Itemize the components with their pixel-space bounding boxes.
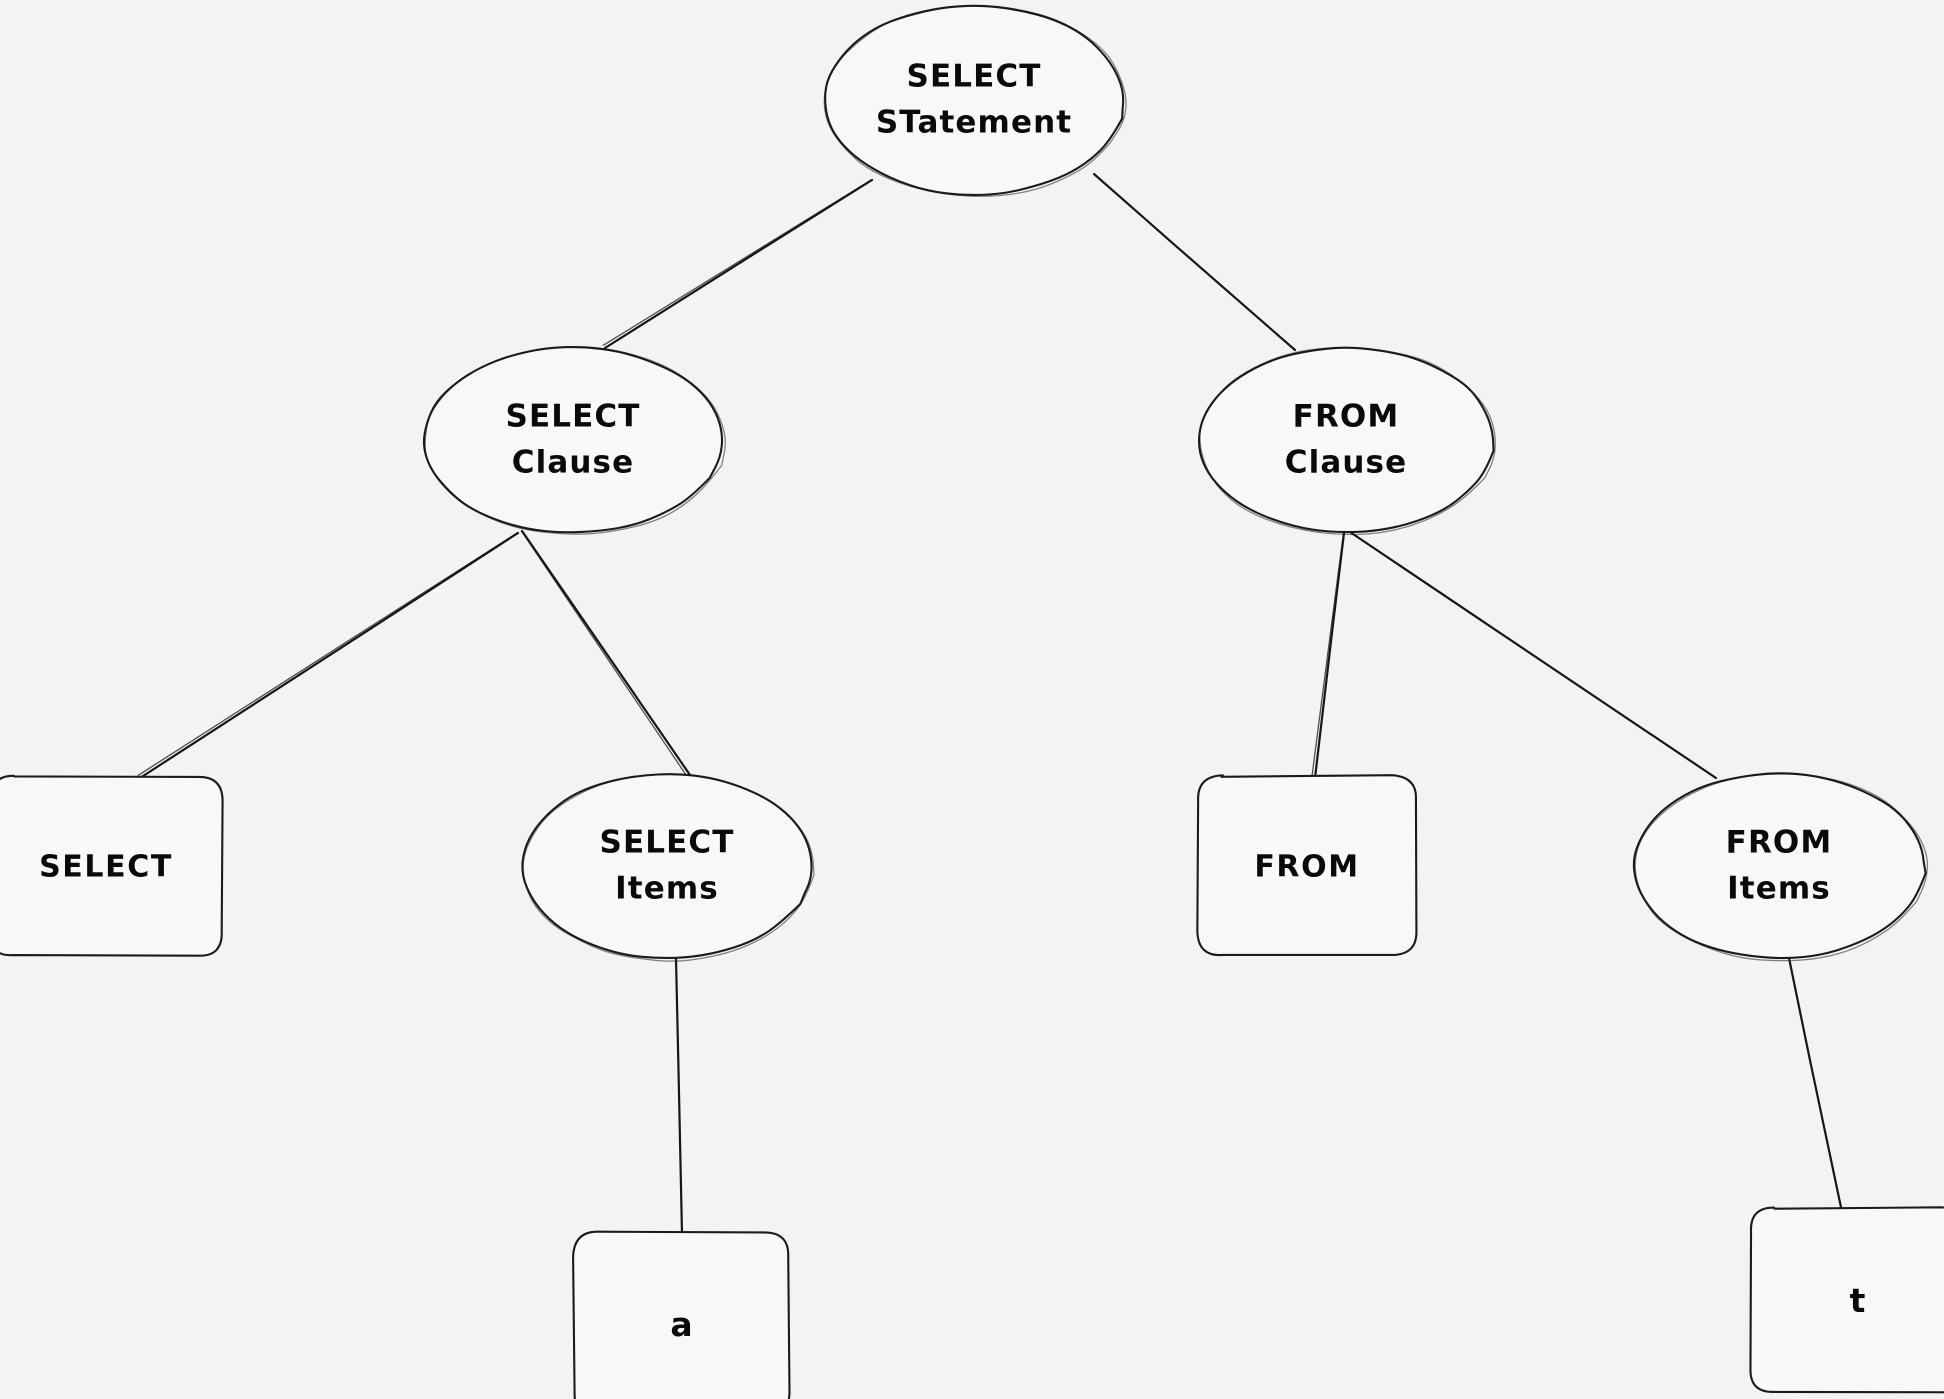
edge-line: [674, 957, 684, 1236]
edge-from-clause-to-from-terminal: [1311, 531, 1346, 780]
node-from-terminal[interactable]: FROM: [1196, 774, 1418, 957]
rounded-rect-shape: [1196, 774, 1418, 957]
edge-select-items-to-column-a: [674, 957, 684, 1236]
node-select-statement[interactable]: SELECT STatement: [823, 4, 1127, 198]
node-label-line1: SELECT: [600, 825, 735, 861]
rounded-rect-shape: [572, 1230, 791, 1399]
node-label-line1: SELECT: [39, 850, 173, 885]
node-from-clause[interactable]: FROM Clause: [1197, 346, 1496, 536]
edge-line: [1787, 956, 1844, 1214]
rounded-rect-shape: [0, 774, 224, 957]
node-label-line2: Items: [615, 871, 719, 907]
edge-line: [1313, 531, 1346, 780]
edge-line-ghost: [602, 178, 873, 346]
ellipse-shape-ghost: [1199, 346, 1496, 536]
node-label-line1: FROM: [1726, 825, 1833, 861]
node-label-line2: Clause: [1285, 445, 1407, 481]
node-from-items[interactable]: FROM Items: [1632, 772, 1929, 962]
node-label-line1: a: [670, 1305, 692, 1344]
edge-select-clause-to-select-terminal: [137, 531, 520, 780]
node-label-line2: Items: [1727, 871, 1831, 907]
ellipse-shape-ghost: [1634, 773, 1929, 962]
edge-line-ghost: [520, 530, 689, 778]
node-table-t[interactable]: t: [1749, 1206, 1944, 1394]
edge-from-clause-to-from-items: [1348, 530, 1718, 780]
edge-root-to-from-clause: [1092, 172, 1297, 352]
edge-line: [1092, 172, 1297, 352]
node-label-line1: SELECT: [907, 59, 1042, 95]
edge-line: [1348, 530, 1718, 780]
ellipse-shape-ghost: [522, 773, 815, 962]
node-label-line1: FROM: [1293, 399, 1400, 435]
node-label-line1: FROM: [1254, 850, 1359, 885]
node-label-line2: Clause: [512, 445, 634, 481]
node-column-a[interactable]: a: [572, 1230, 791, 1399]
edge-select-clause-to-select-items: [520, 529, 692, 778]
edge-root-to-select-clause: [602, 178, 874, 350]
node-label-line2: STatement: [876, 105, 1072, 141]
rounded-rect-shape: [1749, 1206, 1944, 1394]
edge-from-items-to-table-t: [1787, 956, 1844, 1214]
node-select-clause[interactable]: SELECT Clause: [422, 346, 726, 535]
edge-line: [603, 178, 874, 350]
node-label-line1: SELECT: [506, 399, 641, 435]
node-label-line1: t: [1850, 1281, 1866, 1320]
ellipse-shape: [1632, 772, 1927, 960]
node-select-items[interactable]: SELECT Items: [521, 773, 815, 962]
edge-line-ghost: [1311, 532, 1345, 779]
ellipse-shape: [1197, 346, 1495, 534]
ellipse-shape: [422, 346, 724, 534]
node-select-terminal[interactable]: SELECT: [0, 774, 224, 957]
edge-group: [137, 172, 1844, 1236]
edge-line: [520, 529, 692, 777]
ellipse-shape-ghost: [823, 5, 1127, 198]
edge-line: [138, 531, 520, 780]
edge-line-ghost: [137, 531, 519, 776]
ellipse-shape-ghost: [424, 346, 726, 535]
